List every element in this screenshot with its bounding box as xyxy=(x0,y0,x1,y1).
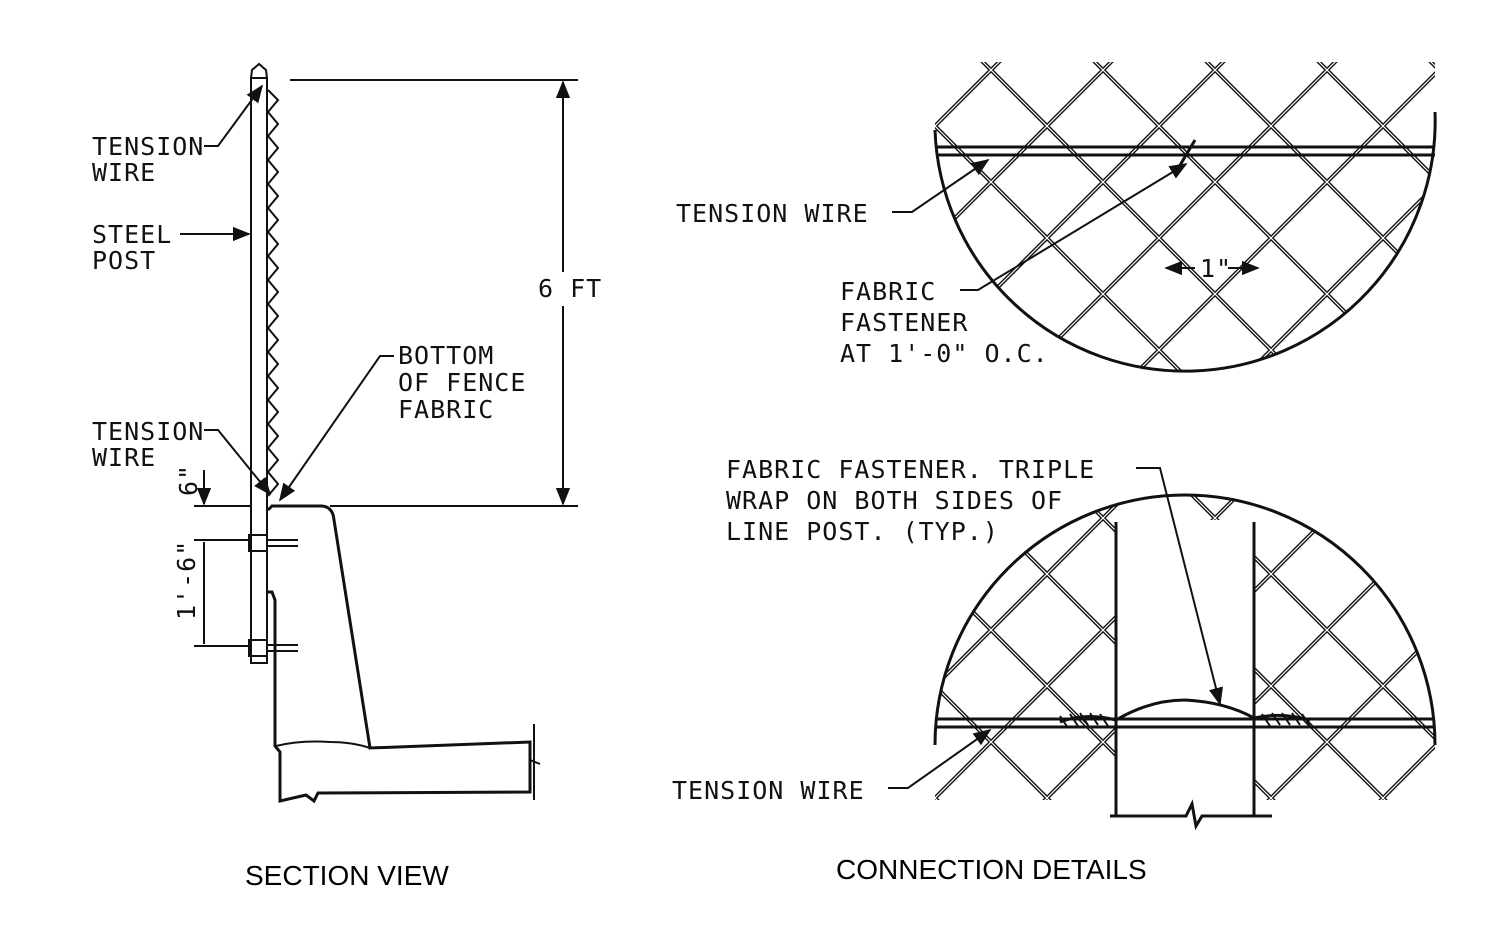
break-line xyxy=(529,724,541,800)
label-bottom-fabric-3: FABRIC xyxy=(398,395,494,424)
section-view-caption: SECTION VIEW xyxy=(245,860,449,891)
mesh-dim-label: 1" xyxy=(1200,254,1232,283)
label-tension-wire-top-detail: TENSION WIRE xyxy=(676,199,869,228)
top-detail-arc xyxy=(933,111,1437,373)
label-fastener-note-1: FABRIC FASTENER. TRIPLE xyxy=(726,455,1095,484)
label-fabric-fastener-3: AT 1'-0" O.C. xyxy=(840,339,1049,368)
label-tension-wire-top-1: TENSION xyxy=(92,132,204,161)
label-steel-post-1: STEEL xyxy=(92,220,172,249)
label-fabric-fastener-1: FABRIC xyxy=(840,277,936,306)
dim-6ft-label: 6 FT xyxy=(538,274,602,303)
anchor-bolt-bottom xyxy=(248,639,298,657)
label-tension-wire-bot-2: WIRE xyxy=(92,443,156,472)
label-steel-post-2: POST xyxy=(92,246,156,275)
label-tension-wire-bottom-detail: TENSION WIRE xyxy=(672,776,865,805)
label-bottom-fabric-1: BOTTOM xyxy=(398,341,494,370)
leader-fabric-fastener xyxy=(960,163,1188,291)
connection-details-caption: CONNECTION DETAILS xyxy=(836,854,1147,885)
label-fastener-note-3: LINE POST. (TYP.) xyxy=(726,517,999,546)
bottom-detail: FABRIC FASTENER. TRIPLE WRAP ON BOTH SID… xyxy=(672,455,1437,831)
dim-6in-label: 6" xyxy=(174,464,203,496)
bottom-detail-arc xyxy=(933,493,1437,746)
fence-fabric-zigzag xyxy=(266,89,280,497)
anchor-bolt-top xyxy=(248,534,298,552)
steel-post xyxy=(250,62,268,664)
concrete-barrier xyxy=(266,504,532,804)
leader-tension-wire-bot xyxy=(204,429,272,496)
label-bottom-fabric-2: OF FENCE xyxy=(398,368,526,397)
section-view: 6 FT 6" 1'-6" TENSION WIRE STEEL POST BO… xyxy=(92,62,602,891)
label-tension-wire-bot-1: TENSION xyxy=(92,417,204,446)
twist-right xyxy=(1261,712,1311,727)
leader-tension-wire-top xyxy=(204,84,264,147)
leader-tension-wire-top-detail xyxy=(892,158,990,213)
connection-details: 1" TENSION WIRE FABRIC FASTENER AT 1'-0"… xyxy=(672,62,1437,885)
dim-1ft6-label: 1'-6" xyxy=(172,540,201,620)
label-fastener-note-2: WRAP ON BOTH SIDES OF xyxy=(726,486,1063,515)
leader-tension-wire-bottom-detail xyxy=(888,728,992,789)
leader-fastener-note xyxy=(1136,467,1223,706)
line-post-fastener-wrap xyxy=(1059,698,1311,724)
label-fabric-fastener-2: FASTENER xyxy=(840,308,968,337)
twist-left xyxy=(1059,712,1109,729)
top-detail: 1" TENSION WIRE FABRIC FASTENER AT 1'-0"… xyxy=(676,62,1437,373)
break-line-post xyxy=(1110,799,1272,831)
leader-bottom-fabric xyxy=(278,355,394,502)
barrier-slab-line xyxy=(275,740,371,749)
label-tension-wire-top-2: WIRE xyxy=(92,158,156,187)
